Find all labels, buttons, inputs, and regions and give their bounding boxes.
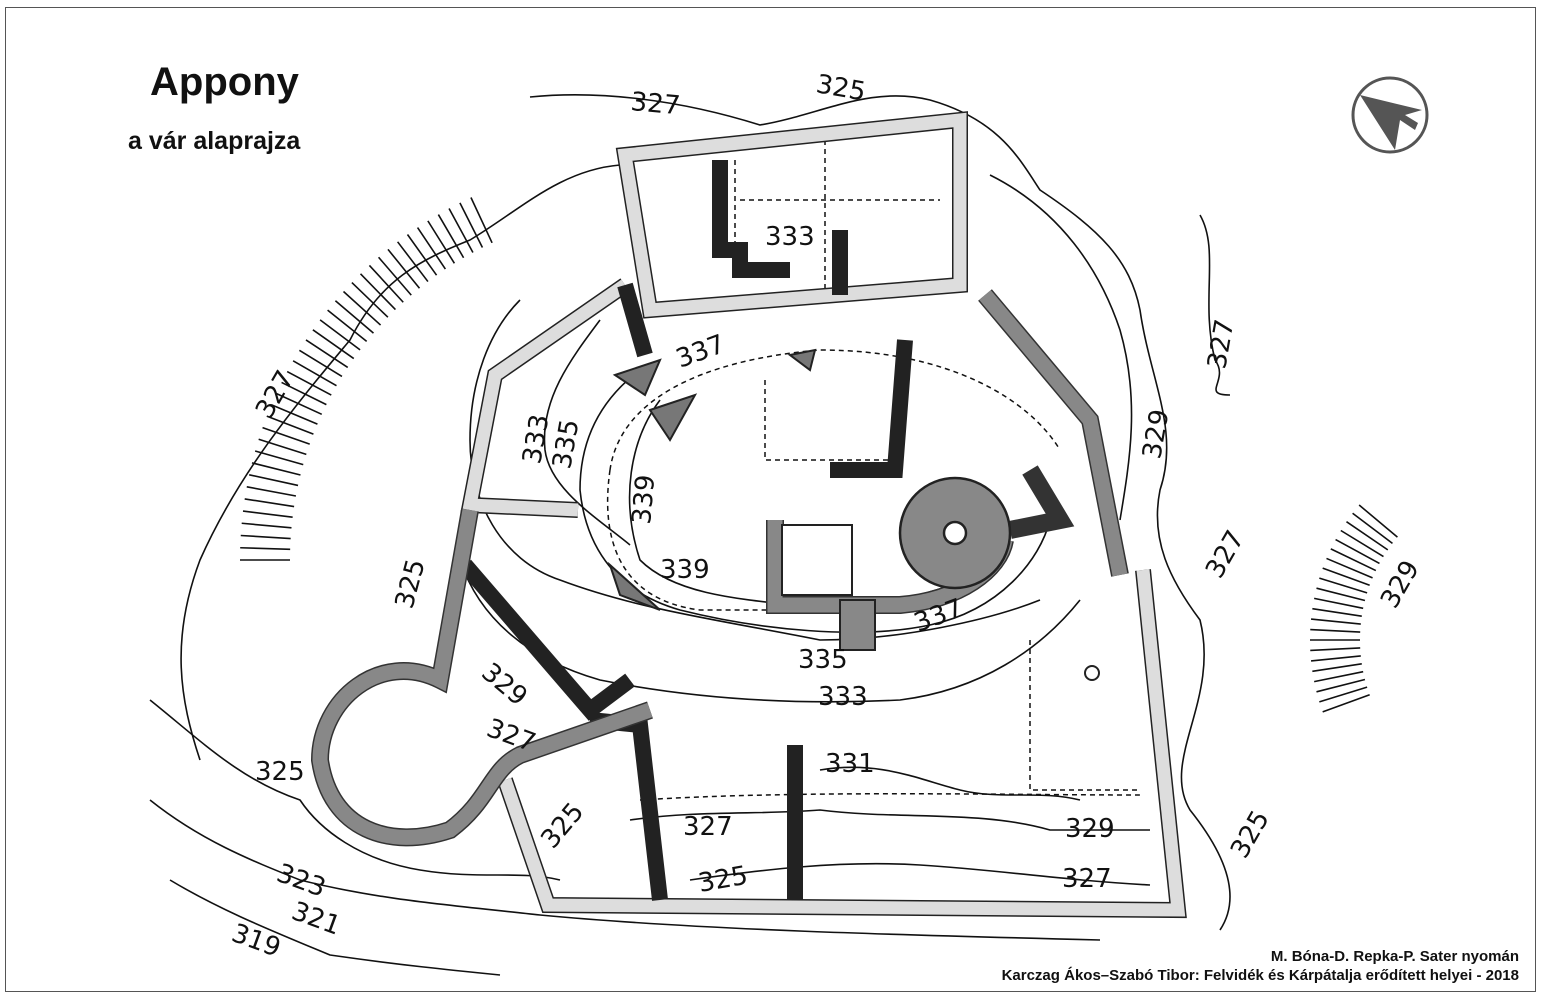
hachure-line xyxy=(470,197,493,244)
contour-label: 333 xyxy=(818,682,868,712)
hachure-line xyxy=(1312,607,1362,617)
hachure-line xyxy=(241,522,292,529)
hachure-line xyxy=(359,273,397,311)
hachure-line xyxy=(281,381,327,406)
map-title: Appony xyxy=(150,60,299,104)
hachure-line xyxy=(1310,655,1361,662)
hachure-line xyxy=(1319,686,1368,703)
hachure-line xyxy=(251,462,301,476)
hachure-line xyxy=(298,349,343,378)
map-subtitle: a vár alaprajza xyxy=(128,127,301,155)
hachure-line xyxy=(416,227,447,270)
map-frame xyxy=(5,7,1536,992)
hachure-line xyxy=(1312,663,1362,673)
hachure-line xyxy=(254,450,304,466)
credit-publication: Karczag Ákos–Szabó Tibor: Felvidék és Ká… xyxy=(1001,967,1519,984)
contour-label: 327 xyxy=(629,87,681,121)
hachure-line xyxy=(271,404,318,425)
hachure-line xyxy=(1346,521,1389,551)
contour-label: 329 xyxy=(1375,556,1426,614)
hachure-line xyxy=(1319,577,1368,594)
hachure-line xyxy=(427,220,456,264)
castle-walls-light xyxy=(458,111,1187,919)
round-tower xyxy=(898,476,1012,590)
contour-label: 329 xyxy=(1137,407,1175,461)
contour-lines xyxy=(149,94,1231,976)
hachure-line xyxy=(1340,529,1384,558)
contour-label: 325 xyxy=(535,797,590,854)
credit-source: M. Bóna-D. Repka-P. Sater nyomán xyxy=(1270,948,1519,965)
hachure-line xyxy=(240,546,291,551)
hachure-line xyxy=(368,264,404,303)
contour-label: 321 xyxy=(288,896,345,941)
hachure-line xyxy=(1314,597,1364,610)
hachure-line xyxy=(448,208,474,253)
contour-label: 327 xyxy=(683,812,733,842)
contour-label: 327 xyxy=(1062,864,1112,894)
hachure-line xyxy=(1335,538,1380,565)
hachure-line xyxy=(1326,557,1373,579)
hachure-line xyxy=(1322,693,1370,713)
hachure-line xyxy=(406,234,438,276)
contour-label: 329 xyxy=(476,657,533,712)
hachure-line xyxy=(377,256,412,296)
hachure-line xyxy=(249,474,299,487)
hachure-line xyxy=(1316,587,1366,602)
contour-label: 339 xyxy=(627,474,661,526)
contour-label: 327 xyxy=(1200,526,1251,584)
hachure-line xyxy=(1358,504,1398,538)
contour-label: 327 xyxy=(483,713,540,758)
hachure-line xyxy=(437,214,465,259)
contour-label: 333 xyxy=(765,222,815,252)
hachure-line xyxy=(312,329,355,360)
hachure-line xyxy=(242,510,293,518)
hachure-line xyxy=(1316,678,1366,693)
hachure-line xyxy=(246,486,297,497)
contour-label: 335 xyxy=(798,645,848,675)
hachure-line xyxy=(1310,647,1361,652)
hachure-line xyxy=(319,319,361,351)
hachure-line xyxy=(244,498,295,508)
slope-hachures xyxy=(240,197,1398,713)
hachure-line xyxy=(240,534,291,540)
contour-label: 325 xyxy=(1225,806,1276,864)
contour-label: 325 xyxy=(814,69,868,107)
hachure-line xyxy=(396,241,429,283)
hachure-line xyxy=(292,360,337,387)
dashed-outlines xyxy=(606,140,1141,801)
contour-label: 337 xyxy=(672,329,729,374)
well-marker xyxy=(1084,665,1100,681)
hachure-line xyxy=(387,248,421,289)
contour-label: 331 xyxy=(825,749,875,779)
contour-label: 325 xyxy=(696,861,750,899)
hachure-line xyxy=(1330,548,1377,572)
hachure-line xyxy=(1352,512,1393,545)
hachure-line xyxy=(258,438,307,456)
hachure-line xyxy=(266,415,314,435)
contour-label: 325 xyxy=(255,757,305,787)
hachure-line xyxy=(262,426,310,445)
hachure-line xyxy=(1314,670,1364,683)
hachure-line xyxy=(1310,628,1361,633)
hachure-line xyxy=(327,309,368,343)
hachure-line xyxy=(351,281,389,318)
hachure-line xyxy=(334,300,375,334)
hachure-line xyxy=(305,339,349,369)
hachure-line xyxy=(286,370,332,396)
contour-label: 327 xyxy=(1202,317,1240,371)
hachure-line xyxy=(1310,618,1361,625)
hachure-line xyxy=(459,202,484,248)
contour-label: 319 xyxy=(228,918,285,963)
hachure-line xyxy=(1322,567,1370,587)
contour-label: 325 xyxy=(390,556,432,612)
hachure-line xyxy=(275,392,323,416)
contour-label: 339 xyxy=(660,555,710,585)
north-arrow-icon xyxy=(1351,76,1429,154)
contour-label: 329 xyxy=(1065,814,1115,844)
hachure-line xyxy=(342,290,382,326)
